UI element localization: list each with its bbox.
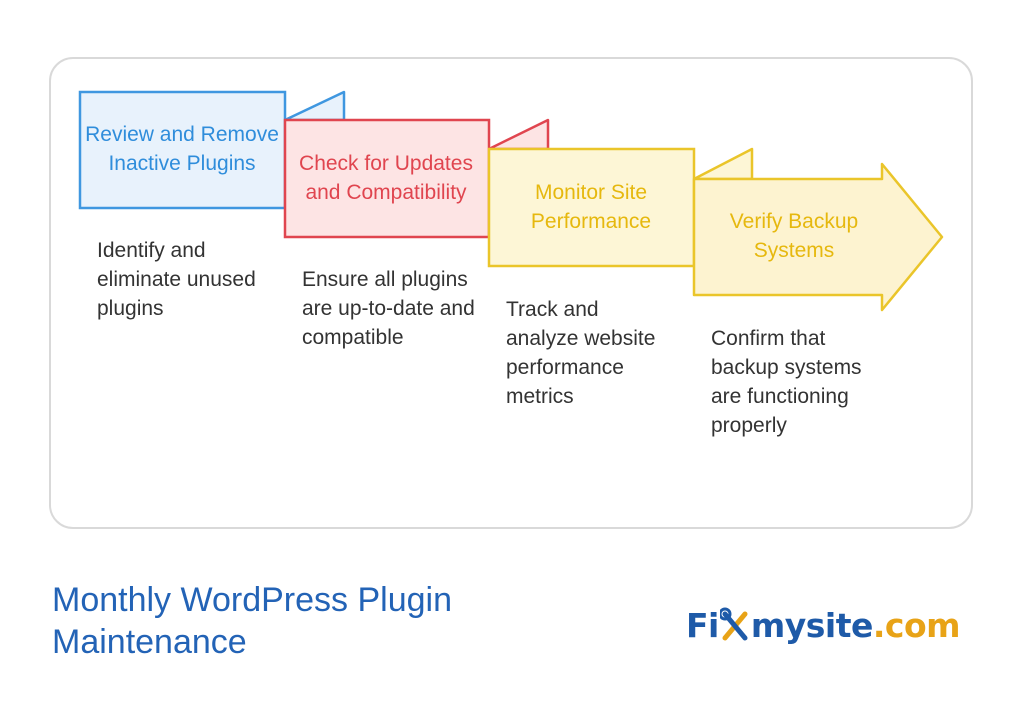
step-1-description: Identify and eliminate unused plugins [97,239,256,320]
step-1-title: Review and Remove Inactive Plugins [85,123,279,175]
step-3-description: Track and analyze website performance me… [506,298,656,408]
step-2-title: Check for Updates and Compatibility [299,152,473,204]
brand-logo[interactable]: Fi mysite .com [686,600,961,650]
wrench-screwdriver-icon [719,607,748,641]
step-4-description: Confirm that backup systems are function… [711,327,862,437]
brand-prefix: Fi [686,605,719,645]
step-3-title: Monitor Site Performance [530,181,652,233]
brand-middle: mysite [750,605,874,645]
step-2-description: Ensure all plugins are up-to-date and co… [302,268,475,349]
step-4-title: Verify Backup Systems [729,210,859,262]
brand-suffix: .com [872,605,961,645]
diagram-title: Monthly WordPress Plugin Maintenance [52,581,452,661]
